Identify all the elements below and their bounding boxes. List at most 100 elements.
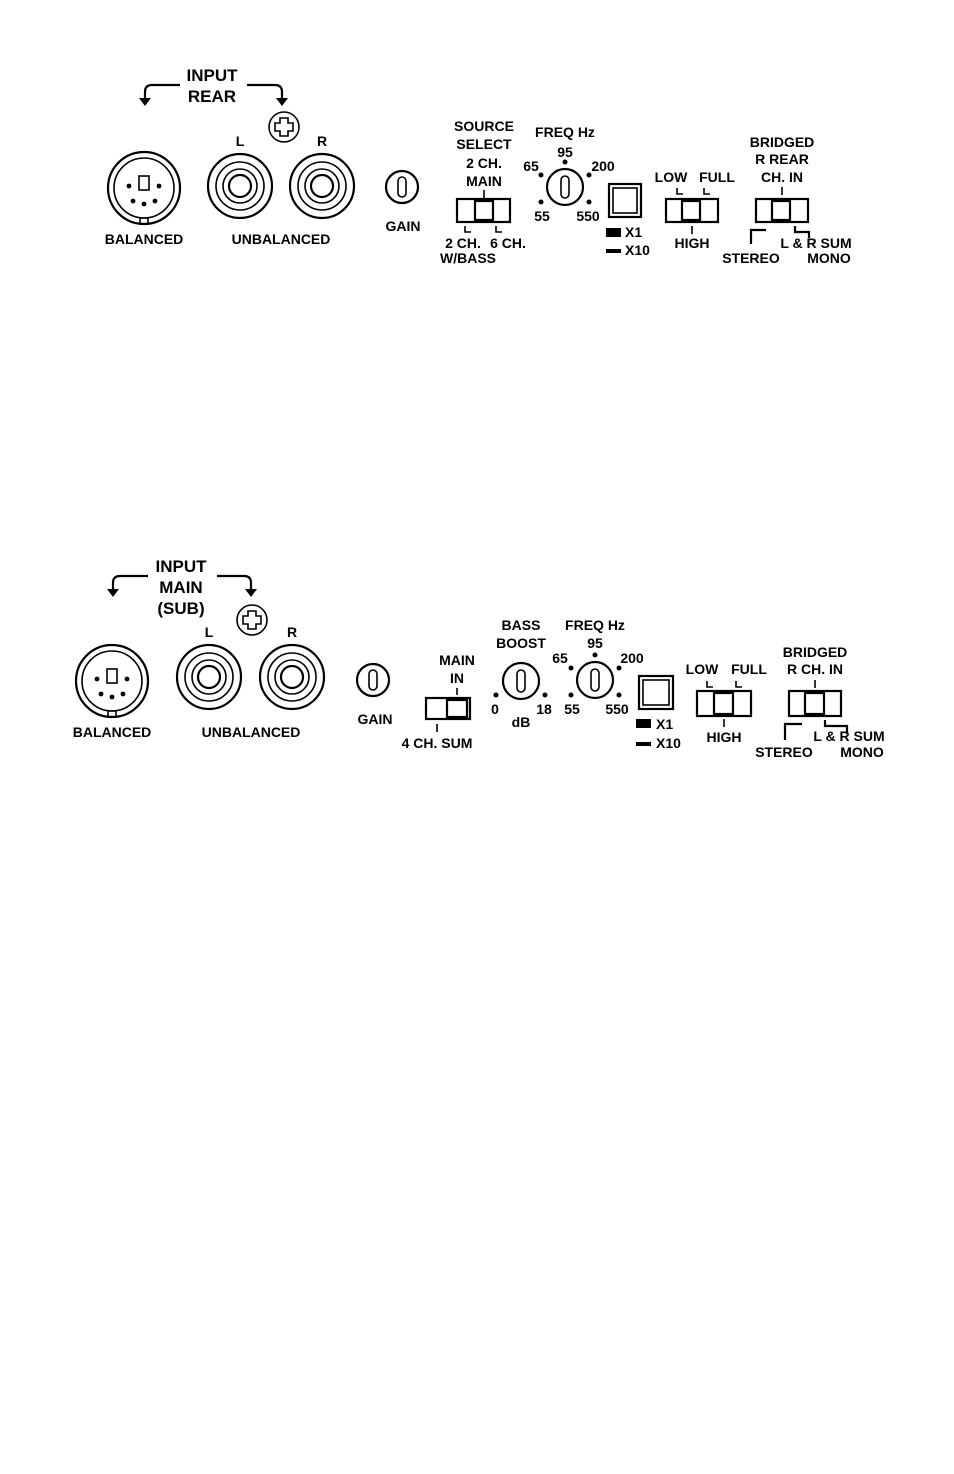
top-input-title-1: INPUT xyxy=(187,66,239,85)
top-x1-label: X1 xyxy=(625,224,642,240)
top-ground-screw-icon xyxy=(268,111,300,143)
bottom-x1-indicator-icon xyxy=(636,719,651,728)
top-freq-mark-55: 55 xyxy=(534,208,550,224)
top-rca-right-jack[interactable] xyxy=(288,152,356,220)
bottom-filter-tick-low-icon xyxy=(706,681,713,688)
bottom-bass-boost-title-1: BASS xyxy=(502,617,541,633)
top-panel: INPUT REAR BALANCED L R xyxy=(105,66,852,266)
bottom-freq-dot-95-icon xyxy=(592,652,598,658)
top-freq-mark-95: 95 xyxy=(557,144,573,160)
bottom-left-label: L xyxy=(205,624,214,640)
bottom-arrowhead-right-icon xyxy=(245,589,257,597)
top-filter-switch[interactable] xyxy=(664,197,720,224)
bottom-arrow-right-icon xyxy=(217,574,253,591)
top-source-select-title-2: SELECT xyxy=(456,136,512,152)
top-source-select-switch[interactable] xyxy=(455,197,512,224)
bottom-freq-dot-65-icon xyxy=(568,665,574,671)
top-range-button[interactable] xyxy=(607,182,643,219)
bottom-range-button[interactable] xyxy=(637,674,675,711)
top-x10-indicator-icon xyxy=(606,249,621,253)
top-freq-title: FREQ Hz xyxy=(535,124,595,140)
top-rca-left-jack[interactable] xyxy=(206,152,274,220)
top-freq-knob[interactable] xyxy=(545,167,585,207)
top-freq-mark-550: 550 xyxy=(576,208,600,224)
bottom-filter-switch[interactable] xyxy=(695,689,753,718)
bottom-bridged-switch[interactable] xyxy=(787,689,843,718)
top-source-select-top-1: 2 CH. xyxy=(466,155,502,171)
top-bridged-title-1: BRIDGED xyxy=(750,134,815,150)
top-freq-dot-200-icon xyxy=(586,172,592,178)
bottom-main-in-switch[interactable] xyxy=(424,696,472,721)
bottom-gain-label: GAIN xyxy=(358,711,393,727)
top-gain-knob[interactable] xyxy=(384,169,420,205)
bottom-bass-boost-knob[interactable] xyxy=(501,661,541,701)
bottom-bass-boost-title-2: BOOST xyxy=(496,635,546,651)
bottom-rca-right-jack[interactable] xyxy=(258,643,326,711)
top-filter-tick-full-icon xyxy=(703,188,710,195)
bottom-gain-knob[interactable] xyxy=(355,662,391,698)
top-input-title-2: REAR xyxy=(188,87,236,106)
bottom-bridged-title-2: R CH. IN xyxy=(787,661,843,677)
top-filter-high: HIGH xyxy=(675,235,710,251)
top-bridged-sum: L & R SUM xyxy=(780,235,851,251)
bottom-bass-boost-unit: dB xyxy=(512,714,531,730)
top-balanced-connector[interactable] xyxy=(106,150,182,226)
top-freq-dot-65-icon xyxy=(538,172,544,178)
top-source-select-top-2: MAIN xyxy=(466,173,502,189)
top-left-label: L xyxy=(236,133,245,149)
bottom-bridged-title-1: BRIDGED xyxy=(783,644,848,660)
bottom-filter-tick-full-icon xyxy=(735,681,742,688)
bottom-input-title-1: INPUT xyxy=(156,557,208,576)
bottom-x10-indicator-icon xyxy=(636,742,651,746)
top-freq-dot-550-icon xyxy=(586,199,592,205)
bottom-input-title-3: (SUB) xyxy=(157,599,204,618)
bottom-balanced-connector[interactable] xyxy=(74,643,150,719)
top-source-tick-left-icon xyxy=(464,226,471,233)
top-right-label: R xyxy=(317,133,327,149)
bottom-input-title-2: MAIN xyxy=(159,578,202,597)
bottom-bass-boost-max: 18 xyxy=(536,701,552,717)
bottom-freq-mark-55: 55 xyxy=(564,701,580,717)
bottom-arrow-left-icon xyxy=(111,574,148,591)
top-balanced-label: BALANCED xyxy=(105,231,184,247)
top-bridged-stereo-bracket-icon xyxy=(749,228,766,244)
bottom-bridged-stereo-bracket-icon xyxy=(783,722,802,740)
bottom-x10-label: X10 xyxy=(656,735,681,751)
top-filter-tick-low-icon xyxy=(676,188,683,195)
top-unbalanced-label: UNBALANCED xyxy=(232,231,331,247)
top-bridged-title-3: CH. IN xyxy=(761,169,803,185)
bottom-freq-dot-200-icon xyxy=(616,665,622,671)
top-freq-mark-200: 200 xyxy=(591,158,615,174)
top-bridged-mono: MONO xyxy=(807,250,851,266)
top-arrow-left-icon xyxy=(143,83,180,100)
top-source-select-bl-1: 2 CH. xyxy=(445,235,481,251)
bottom-main-in-title-2: IN xyxy=(450,670,464,686)
top-bridged-switch[interactable] xyxy=(754,197,810,224)
bottom-freq-mark-200: 200 xyxy=(620,650,644,666)
bottom-bridged-sum-bracket-icon xyxy=(823,720,849,734)
bottom-freq-title: FREQ Hz xyxy=(565,617,625,633)
top-x10-label: X10 xyxy=(625,242,650,258)
bottom-main-in-bottom: 4 CH. SUM xyxy=(402,735,473,751)
top-freq-dot-95-icon xyxy=(562,159,568,165)
top-source-select-bl-2: W/BASS xyxy=(440,250,496,266)
bottom-unbalanced-label: UNBALANCED xyxy=(202,724,301,740)
bottom-rca-left-jack[interactable] xyxy=(175,643,243,711)
top-bridged-sum-bracket-icon xyxy=(793,226,811,238)
bottom-freq-knob[interactable] xyxy=(575,660,615,700)
bottom-right-label: R xyxy=(287,624,297,640)
bottom-freq-dot-550-icon xyxy=(616,692,622,698)
bottom-freq-dot-55-icon xyxy=(568,692,574,698)
bottom-freq-mark-65: 65 xyxy=(552,650,568,666)
top-arrow-right-icon xyxy=(247,83,284,100)
top-freq-dot-55-icon xyxy=(538,199,544,205)
bottom-filter-full: FULL xyxy=(731,661,767,677)
top-source-tick-right-icon xyxy=(495,226,502,233)
bottom-freq-mark-95: 95 xyxy=(587,635,603,651)
bottom-balanced-label: BALANCED xyxy=(73,724,152,740)
bottom-arrowhead-left-icon xyxy=(107,589,119,597)
bottom-filter-high: HIGH xyxy=(707,729,742,745)
bottom-panel: INPUT MAIN (SUB) BALANCED L R xyxy=(73,557,885,760)
top-source-select-br: 6 CH. xyxy=(490,235,526,251)
